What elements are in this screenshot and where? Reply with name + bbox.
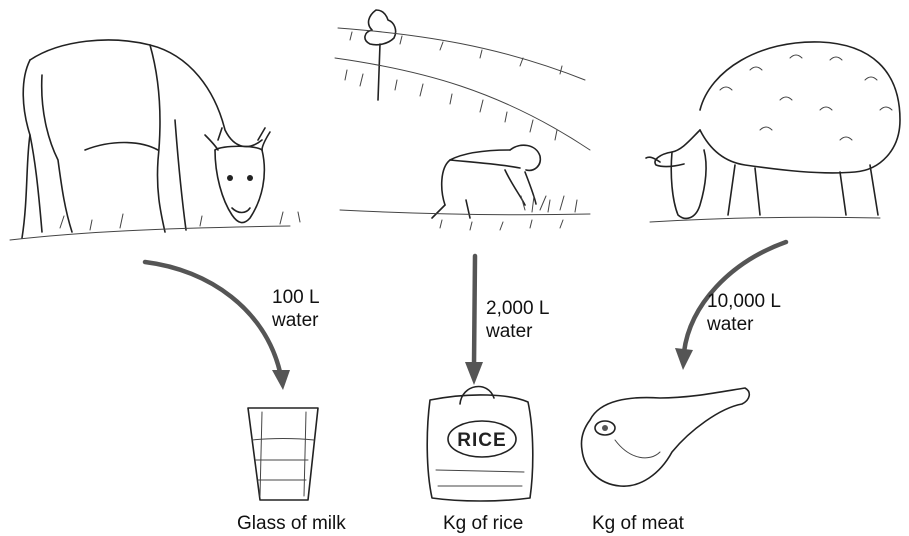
meat-unit-word: water [707,313,781,336]
rice-farmer-icon [335,10,590,230]
rice-bag-icon: RICE [427,387,533,501]
arrow-rice-to-bag [465,256,483,385]
arrow-cow-to-milk [145,262,290,390]
meat-water-amount: 10,000 L water [707,290,781,336]
rice-unit-word: water [486,320,549,343]
meat-icon [581,388,749,486]
sheep-icon [646,42,900,222]
milk-amount: 100 L [272,286,320,309]
cow-icon [10,40,300,240]
rice-bag-text: RICE [457,430,506,451]
rice-product-label: Kg of rice [443,512,523,535]
milk-unit-word: water [272,309,320,332]
milk-product-label: Glass of milk [237,512,346,535]
glass-of-milk-icon [248,408,318,500]
rice-water-amount: 2,000 L water [486,297,549,343]
meat-product-label: Kg of meat [592,512,684,535]
meat-amount: 10,000 L [707,290,781,313]
milk-water-amount: 100 L water [272,286,320,332]
rice-amount: 2,000 L [486,297,549,320]
